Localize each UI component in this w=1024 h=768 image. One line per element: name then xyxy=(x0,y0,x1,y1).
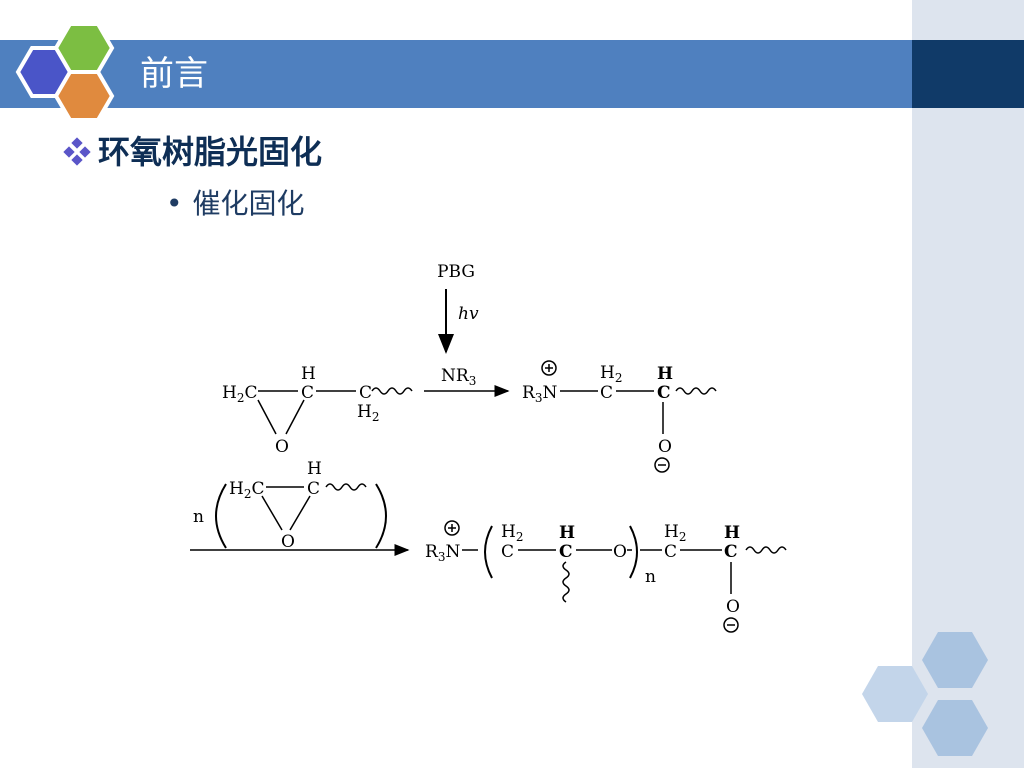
nr3-label: NR3 xyxy=(441,366,476,388)
r2-ch-hydrogen: H xyxy=(307,459,322,479)
orange-hexagon-icon xyxy=(53,70,115,120)
minus-charge-icon xyxy=(654,457,670,473)
deco-hexagon-bottom-icon xyxy=(922,700,988,756)
deco-hexagon-left-icon xyxy=(862,666,928,722)
main-bullet-text: 环氧树脂光固化 xyxy=(98,133,323,171)
end-oxygen: O xyxy=(726,597,740,617)
polymer-plus-charge-icon xyxy=(444,520,460,536)
polymer-r3n-label: R3N xyxy=(425,542,460,564)
poly-ch-carbon: C xyxy=(559,542,573,562)
title-bar-accent xyxy=(912,40,1024,108)
r2-ch-carbon: C xyxy=(307,479,320,499)
p1-ch-hydrogen: H xyxy=(657,364,673,384)
sub-bullet-text: 催化固化 xyxy=(192,187,305,220)
poly-ch2-hydrogen: H2 xyxy=(501,522,523,544)
deco-hexagon-top-icon xyxy=(922,632,988,688)
p1-ch2-hydrogen: H2 xyxy=(600,363,622,385)
hexagon-logo-icon xyxy=(15,22,115,120)
end-ch-carbon: C xyxy=(724,542,738,562)
bullet-dot-icon: • xyxy=(166,187,183,220)
title-bar xyxy=(0,40,912,108)
main-bullet: 环氧树脂光固化 xyxy=(62,130,322,174)
p1-oxygen: O xyxy=(658,437,672,457)
poly-oxygen: O xyxy=(613,542,627,562)
ch2-hydrogen-label: H2 xyxy=(357,402,379,424)
r2-oxygen: O xyxy=(281,532,295,552)
poly-ch-hydrogen: H xyxy=(559,523,575,543)
end-ch2-carbon: C xyxy=(664,542,677,562)
slide-title: 前言 xyxy=(140,54,208,94)
green-hexagon-icon xyxy=(53,22,115,74)
polymer-n-subscript: n xyxy=(645,567,656,587)
sub-bullet: • 催化固化 xyxy=(166,186,305,222)
plus-charge-icon xyxy=(541,360,557,376)
p1-ch2-carbon: C xyxy=(600,383,613,403)
end-ch-hydrogen: H xyxy=(724,523,740,543)
r3n-label: R3N xyxy=(522,383,557,405)
hv-label: hv xyxy=(458,304,479,324)
epoxide-oxygen-label: O xyxy=(275,437,289,457)
ch-hydrogen-label: H xyxy=(301,364,316,384)
h2c-label: H2C xyxy=(222,383,257,405)
diamond-bullet-icon xyxy=(63,137,91,166)
poly-ch2-carbon: C xyxy=(501,542,514,562)
ch2-carbon-label: C xyxy=(359,383,372,403)
decorative-hexagons-icon xyxy=(862,632,988,756)
pbg-label: PBG xyxy=(437,262,475,282)
p1-ch-carbon: C xyxy=(657,383,671,403)
r2-h2c-label: H2C xyxy=(229,479,264,501)
end-minus-charge-icon xyxy=(723,617,739,633)
end-ch2-hydrogen: H2 xyxy=(664,522,686,544)
n-coefficient: n xyxy=(193,507,204,527)
ch-carbon-label: C xyxy=(301,383,314,403)
reaction-scheme: PBG hv NR3 H2C C H C H2 O R3N C H2 C H O… xyxy=(190,262,787,633)
